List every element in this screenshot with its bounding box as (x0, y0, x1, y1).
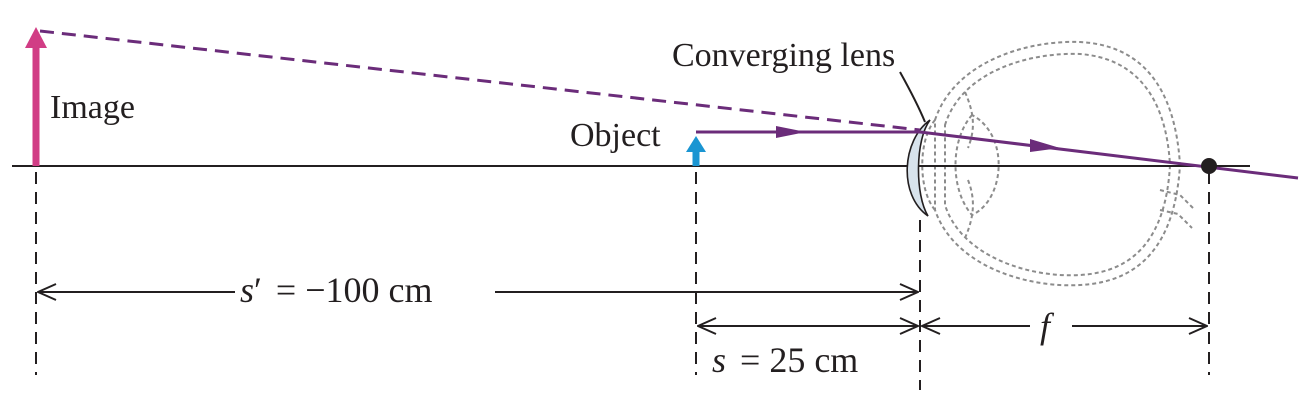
f-label: f (1040, 306, 1055, 346)
converging-lens (906, 119, 931, 217)
ray-arrowhead-2 (1030, 139, 1060, 152)
eyeball-outer (934, 40, 1182, 287)
image-arrowhead (25, 27, 47, 48)
s-prime-variable: s (240, 270, 254, 310)
ray-arrowhead-1 (776, 126, 806, 138)
eye-icon (921, 40, 1196, 287)
lens-leader-line (899, 71, 926, 123)
s-label: s = 25 cm (712, 340, 858, 380)
image-label: Image (50, 89, 135, 126)
s-prime-label: s′ = −100 cm (240, 270, 432, 310)
s-value: = 25 cm (740, 340, 858, 380)
optic-nerve (1159, 189, 1196, 229)
eye-cornea (921, 119, 936, 211)
eye-iris-bottom (964, 179, 974, 239)
object-label: Object (570, 117, 661, 154)
refracted-ray (919, 130, 1299, 180)
focal-point (1201, 158, 1217, 174)
virtual-ray (39, 29, 921, 132)
s-variable: s (712, 340, 726, 380)
lens-label: Converging lens (672, 37, 895, 74)
s-prime-value: = −100 cm (276, 270, 433, 310)
object-arrowhead (686, 136, 706, 152)
eyeball-inner (944, 52, 1172, 277)
eye-iris-top (964, 91, 974, 149)
s-prime-mark: ′ (254, 270, 262, 310)
